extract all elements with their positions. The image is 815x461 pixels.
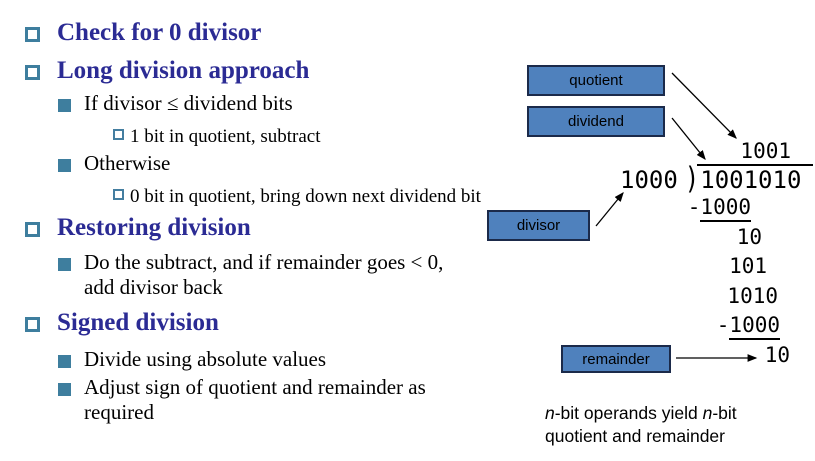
remainder-value: 10 bbox=[764, 343, 790, 367]
quotient-label-box: quotient bbox=[527, 65, 665, 96]
list-item-check-for-0-divisor: Check for 0 divisor bbox=[0, 18, 560, 48]
list-item-long-division-approach: Long division approach bbox=[0, 56, 560, 86]
division-step: -1000 bbox=[688, 195, 751, 222]
small-square-bullet-icon bbox=[113, 189, 124, 200]
division-step: 101 bbox=[729, 254, 767, 278]
filled-square-bullet-icon bbox=[58, 383, 71, 396]
sub-item-text: Otherwise bbox=[84, 151, 171, 175]
open-square-bullet-icon bbox=[25, 222, 40, 237]
sub-sub-item-text: 0 bit in quotient, bring down next divid… bbox=[130, 186, 481, 207]
list-item-0-bit-in-quotient: 0 bit in quotient, bring down next divid… bbox=[0, 185, 560, 209]
list-item-signed-division: Signed division bbox=[0, 308, 560, 338]
sub-item-text: If divisor ≤ dividend bits bbox=[84, 91, 293, 115]
sub-item-text: Do the subtract, and if remainder goes <… bbox=[84, 250, 444, 299]
division-bar bbox=[697, 164, 813, 166]
nbit-caption: n-bit operands yield n-bit quotient and … bbox=[545, 402, 805, 448]
heading-text: Check for 0 divisor bbox=[57, 19, 262, 46]
remainder-label-box: remainder bbox=[561, 345, 671, 373]
divisor-dividend-row: 1000)1001010 bbox=[620, 162, 802, 196]
list-item-otherwise: Otherwise bbox=[0, 151, 560, 176]
division-paren: ) bbox=[684, 161, 700, 197]
open-square-bullet-icon bbox=[25, 317, 40, 332]
heading-text: Restoring division bbox=[57, 214, 251, 241]
list-item-restoring-division: Restoring division bbox=[0, 213, 560, 243]
quotient-value: 1001 bbox=[740, 139, 791, 163]
filled-square-bullet-icon bbox=[58, 159, 71, 172]
sub-sub-item-text: 1 bit in quotient, subtract bbox=[130, 126, 321, 147]
open-square-bullet-icon bbox=[25, 27, 40, 42]
open-square-bullet-icon bbox=[25, 65, 40, 80]
sub-item-text: Divide using absolute values bbox=[84, 347, 327, 371]
heading-text: Long division approach bbox=[57, 57, 310, 84]
quotient-arrow bbox=[671, 72, 737, 139]
list-item-divide-using-absolute-values: Divide using absolute values bbox=[0, 347, 560, 372]
divisor-label-box: divisor bbox=[487, 210, 590, 241]
dividend-value: 1001010 bbox=[700, 166, 802, 194]
filled-square-bullet-icon bbox=[58, 355, 71, 368]
division-step: -1000 bbox=[717, 313, 780, 340]
small-square-bullet-icon bbox=[113, 129, 124, 140]
division-step: 1010 bbox=[727, 284, 778, 308]
dividend-label-box: dividend bbox=[527, 106, 665, 137]
caption-line-2: quotient and remainder bbox=[545, 426, 725, 446]
divisor-value: 1000 bbox=[620, 166, 678, 194]
filled-square-bullet-icon bbox=[58, 258, 71, 271]
division-step: 10 bbox=[736, 225, 762, 249]
sub-item-text: Adjust sign of quotient and remainder as… bbox=[84, 375, 426, 424]
heading-text: Signed division bbox=[57, 309, 219, 336]
caption-line-1: n-bit operands yield n-bit bbox=[545, 403, 737, 423]
list-item-adjust-sign: Adjust sign of quotient and remainder as… bbox=[0, 375, 560, 425]
long-division-work: 1001 1000)1001010 -1000 10 101 1010 -100… bbox=[618, 140, 815, 380]
filled-square-bullet-icon bbox=[58, 99, 71, 112]
list-item-do-the-subtract: Do the subtract, and if remainder goes <… bbox=[0, 250, 560, 300]
list-item-if-divisor: If divisor ≤ dividend bits bbox=[0, 91, 560, 116]
list-item-1-bit-in-quotient: 1 bit in quotient, subtract bbox=[0, 125, 560, 149]
